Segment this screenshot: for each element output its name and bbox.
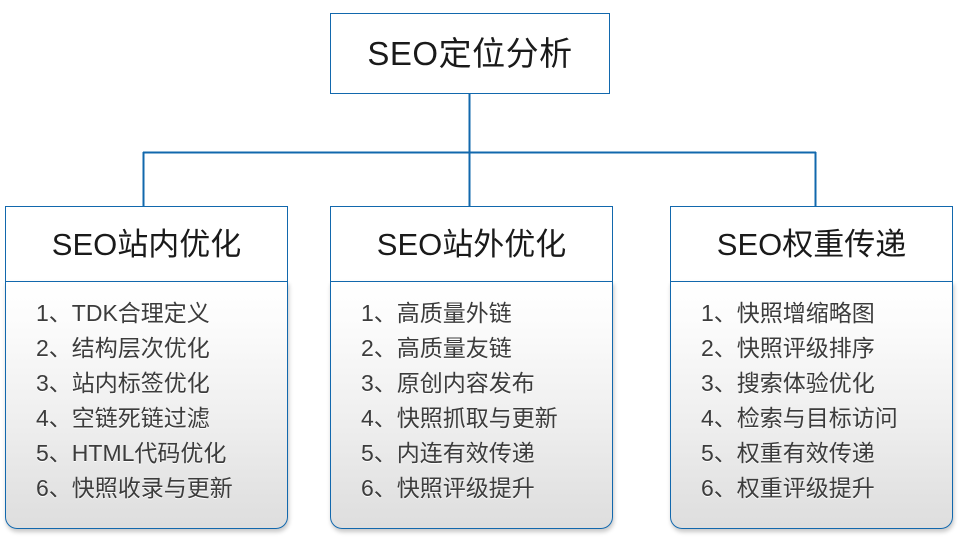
root-node[interactable]: SEO定位分析 xyxy=(330,13,610,94)
list-item: 4、空链死链过滤 xyxy=(36,405,210,432)
list-item: 5、权重有效传递 xyxy=(701,440,875,467)
branch-column-1: SEO站内优化 1、TDK合理定义 2、结构层次优化 3、站内标签优化 4、空链… xyxy=(5,206,288,530)
list-item: 1、快照增缩略图 xyxy=(701,300,875,327)
list-item: 4、检索与目标访问 xyxy=(701,405,898,432)
branch-2-list: 1、高质量外链 2、高质量友链 3、原创内容发布 4、快照抓取与更新 5、内连有… xyxy=(331,296,612,506)
list-item: 6、快照评级提升 xyxy=(361,475,535,502)
branch-1-list: 1、TDK合理定义 2、结构层次优化 3、站内标签优化 4、空链死链过滤 5、H… xyxy=(6,296,287,506)
branch-2-header[interactable]: SEO站外优化 xyxy=(330,206,613,283)
branch-3-body: 1、快照增缩略图 2、快照评级排序 3、搜索体验优化 4、检索与目标访问 5、权… xyxy=(670,281,953,530)
branch-column-2: SEO站外优化 1、高质量外链 2、高质量友链 3、原创内容发布 4、快照抓取与… xyxy=(330,206,613,530)
list-item: 3、搜索体验优化 xyxy=(701,370,875,397)
branch-1-title: SEO站内优化 xyxy=(51,227,242,262)
branch-1-header[interactable]: SEO站内优化 xyxy=(5,206,288,283)
root-node-title: SEO定位分析 xyxy=(367,35,573,72)
branch-2-body: 1、高质量外链 2、高质量友链 3、原创内容发布 4、快照抓取与更新 5、内连有… xyxy=(330,281,613,530)
list-item: 5、内连有效传递 xyxy=(361,440,535,467)
list-item: 2、结构层次优化 xyxy=(36,335,210,362)
branch-1-body: 1、TDK合理定义 2、结构层次优化 3、站内标签优化 4、空链死链过滤 5、H… xyxy=(5,281,288,530)
branch-3-list: 1、快照增缩略图 2、快照评级排序 3、搜索体验优化 4、检索与目标访问 5、权… xyxy=(671,296,952,506)
list-item: 2、快照评级排序 xyxy=(701,335,875,362)
list-item: 6、权重评级提升 xyxy=(701,475,875,502)
list-item: 6、快照收录与更新 xyxy=(36,475,233,502)
list-item: 2、高质量友链 xyxy=(361,335,512,362)
branch-3-title: SEO权重传递 xyxy=(716,227,907,262)
list-item: 5、HTML代码优化 xyxy=(36,440,227,467)
branch-3-header[interactable]: SEO权重传递 xyxy=(670,206,953,283)
branch-column-3: SEO权重传递 1、快照增缩略图 2、快照评级排序 3、搜索体验优化 4、检索与… xyxy=(670,206,953,530)
list-item: 3、原创内容发布 xyxy=(361,370,535,397)
list-item: 3、站内标签优化 xyxy=(36,370,210,397)
branch-2-title: SEO站外优化 xyxy=(376,227,567,262)
list-item: 1、TDK合理定义 xyxy=(36,300,210,327)
list-item: 4、快照抓取与更新 xyxy=(361,405,558,432)
list-item: 1、高质量外链 xyxy=(361,300,512,327)
